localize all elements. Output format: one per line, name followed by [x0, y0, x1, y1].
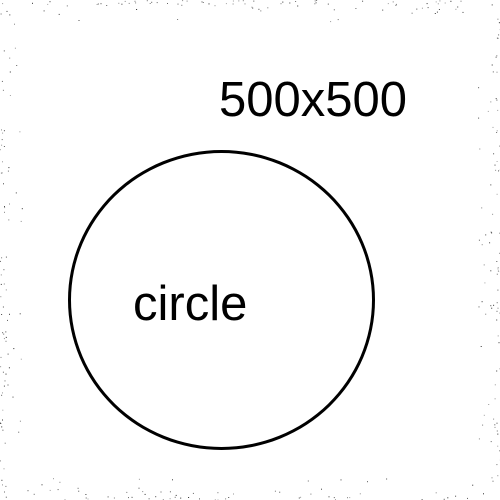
circle-shape	[68, 150, 375, 450]
size-label: 500x500	[219, 73, 408, 127]
circle-label: circle	[133, 277, 248, 331]
